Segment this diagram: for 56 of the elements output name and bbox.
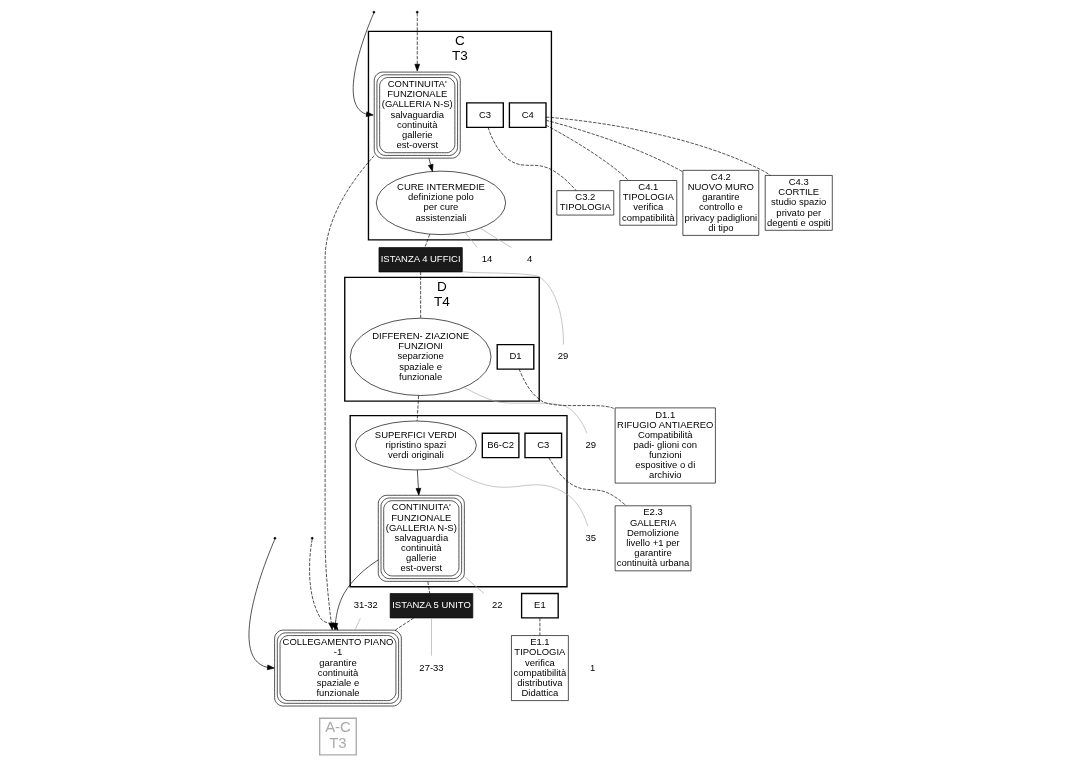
node-box: C4.3 CORTILE studio spazio privato per degenti e ospiti — [764, 175, 833, 231]
connector — [424, 233, 430, 248]
node-box: D1 — [496, 344, 534, 370]
node-box: B6-C2 — [481, 432, 520, 459]
node-box: C4.2 NUOVO MURO garantire controllo e privacy padiglioni di tipo — [682, 170, 759, 236]
node-box: ISTANZA 5 UNITO — [389, 593, 473, 619]
node-box: C4.1 TIPOLOGIA verifica compatibilità — [619, 180, 677, 226]
connector — [427, 581, 430, 594]
node-text: 35 — [584, 531, 596, 543]
node-text: 14 — [481, 253, 492, 265]
connector — [463, 231, 478, 248]
connector — [394, 617, 414, 631]
arrow — [352, 12, 374, 117]
arrow — [248, 539, 275, 671]
node-text: 27-33 — [418, 661, 444, 673]
node-text: 29 — [584, 438, 596, 450]
node-box: D1.1 RIFUGIO ANTIAEREO Compatibilità padi- glioni con funzioni espositive o di archivio — [614, 407, 716, 484]
node-box: C4 — [508, 102, 547, 128]
node-box: E2.3 GALLERIA Demolizione livello +1 per garantire continuità urbana — [614, 505, 691, 572]
node-ellipse: SUPERFICI VERDI ripristino spazi verdi originali — [354, 420, 477, 471]
node-box: C3 — [523, 432, 562, 459]
connector — [479, 227, 512, 248]
node-box: C3.2 TIPOLOGIA — [556, 190, 614, 216]
node-text: 31-32 — [353, 599, 378, 611]
connector — [445, 466, 588, 527]
connector — [545, 119, 683, 173]
arrow — [331, 559, 379, 631]
connector — [419, 271, 421, 319]
connector — [430, 617, 432, 656]
arrow — [308, 538, 338, 631]
connector — [539, 617, 540, 636]
node-box: E1.1 TIPOLOGIA verifica compatibilità distributiva Didattica — [510, 635, 569, 701]
connector — [354, 617, 361, 631]
node-box: C3 — [465, 102, 504, 128]
connector — [487, 127, 576, 191]
cluster — [349, 414, 568, 588]
node-text: 22 — [491, 599, 502, 611]
arrow — [427, 157, 433, 172]
arrow — [414, 12, 420, 72]
connector — [416, 395, 419, 422]
connector — [461, 271, 564, 345]
node-box: ISTANZA 4 UFFICI — [378, 247, 463, 273]
arrow — [324, 155, 374, 631]
node-box: E1 — [520, 592, 559, 619]
arrow — [415, 469, 421, 496]
node-text: 29 — [557, 350, 568, 362]
node-text: 1 — [589, 661, 595, 673]
connector — [548, 457, 626, 506]
connector — [545, 116, 771, 176]
node-text: 4 — [526, 253, 532, 265]
node-ellipse: CURE INTERMEDIE definizione polo per cure assistenziali — [375, 170, 506, 235]
node-box: A-C T3 — [318, 717, 357, 756]
connector — [518, 368, 615, 410]
connector — [545, 124, 629, 181]
node-ellipse: DIFFEREN- ZIAZIONE FUNZIONI separzione spaziale e funzionale — [349, 317, 491, 396]
connector — [463, 576, 484, 594]
